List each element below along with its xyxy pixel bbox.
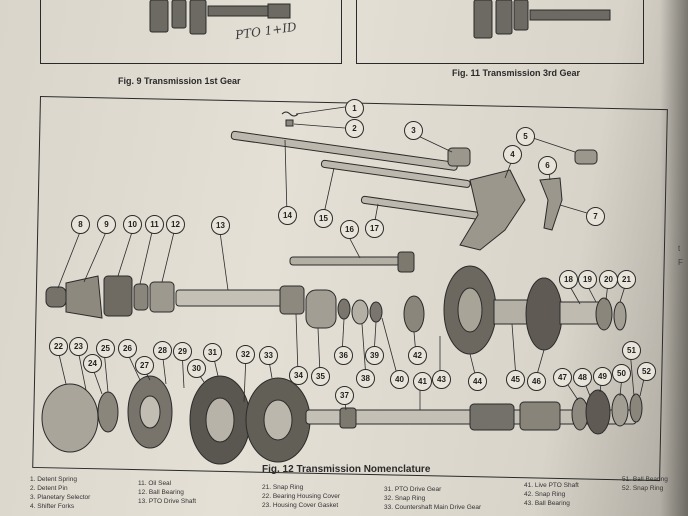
callout-7: 7 — [586, 207, 605, 226]
callout-38: 38 — [356, 369, 375, 388]
callout-2: 2 — [345, 119, 364, 138]
figure-11-frame — [356, 0, 644, 64]
figure-11-caption: Fig. 11 Transmission 3rd Gear — [452, 68, 581, 78]
legend-column-4: 31. PTO Drive Gear 32. Snap Ring 33. Cou… — [384, 485, 481, 512]
callout-26: 26 — [118, 339, 137, 358]
callout-23: 23 — [69, 337, 88, 356]
callout-18: 18 — [559, 270, 578, 289]
callout-13: 13 — [211, 216, 230, 235]
figure-12-caption: Fig. 12 Transmission Nomenclature — [262, 464, 431, 475]
legend-item: 13. PTO Drive Shaft — [138, 498, 197, 505]
fig9-gear-art — [149, 0, 291, 35]
legend-item: 12. Ball Bearing — [138, 489, 184, 496]
callout-43: 43 — [432, 370, 451, 389]
callout-27: 27 — [135, 356, 154, 375]
callout-19: 19 — [578, 270, 597, 289]
callout-11: 11 — [145, 215, 164, 234]
legend-column-6: 51. Ball Bearing 52. Snap Ring — [622, 475, 668, 493]
callout-24: 24 — [83, 354, 102, 373]
callout-48: 48 — [573, 368, 592, 387]
legend-item: 2. Detent Pin — [30, 485, 68, 492]
callout-52: 52 — [637, 362, 656, 381]
callout-28: 28 — [153, 341, 172, 360]
callout-49: 49 — [593, 367, 612, 386]
legend-item: 4. Shifter Forks — [30, 503, 75, 510]
legend-item: 52. Snap Ring — [622, 485, 664, 492]
callout-22: 22 — [49, 337, 68, 356]
callout-39: 39 — [365, 346, 384, 365]
callout-29: 29 — [173, 342, 192, 361]
legend-column-5: 41. Live PTO Shaft 42. Snap Ring 43. Bal… — [524, 481, 579, 508]
legend-item: 42. Snap Ring — [524, 491, 566, 498]
callout-35: 35 — [311, 367, 330, 386]
legend-item: 11. Oil Seal — [138, 480, 172, 487]
callout-45: 45 — [506, 370, 525, 389]
legend-item: 1. Detent Spring — [30, 476, 77, 483]
legend-item: 22. Bearing Housing Cover — [262, 493, 341, 500]
callout-15: 15 — [314, 209, 333, 228]
legend-item: 21. Snap Ring — [262, 484, 304, 491]
callout-34: 34 — [289, 366, 308, 385]
figure-9-frame — [40, 0, 342, 64]
legend-column-1: 1. Detent Spring 2. Detent Pin 3. Planet… — [30, 475, 90, 511]
callout-16: 16 — [340, 220, 359, 239]
callout-17: 17 — [365, 219, 384, 238]
callout-3: 3 — [404, 121, 423, 140]
callout-37: 37 — [335, 386, 354, 405]
legend-item: 3. Planetary Selector — [30, 494, 91, 501]
figure-9-caption: Fig. 9 Transmission 1st Gear — [118, 76, 241, 86]
legend-item: 33. Countershaft Main Drive Gear — [384, 504, 482, 511]
legend-column-2: 11. Oil Seal 12. Ball Bearing 13. PTO Dr… — [138, 479, 196, 506]
callout-47: 47 — [553, 368, 572, 387]
legend-item: 51. Ball Bearing — [622, 476, 668, 483]
legend-column-3: 21. Snap Ring 22. Bearing Housing Cover … — [262, 483, 340, 510]
callout-9: 9 — [97, 215, 116, 234]
callout-32: 32 — [236, 345, 255, 364]
legend-item: 32. Snap Ring — [384, 495, 426, 502]
callout-25: 25 — [96, 339, 115, 358]
callout-4: 4 — [503, 145, 522, 164]
callout-42: 42 — [408, 346, 427, 365]
legend-item: 43. Ball Bearing — [524, 500, 570, 507]
callout-30: 30 — [187, 359, 206, 378]
callout-5: 5 — [516, 127, 535, 146]
callout-46: 46 — [527, 372, 546, 391]
callout-12: 12 — [166, 215, 185, 234]
callout-6: 6 — [538, 156, 557, 175]
callout-50: 50 — [612, 364, 631, 383]
callout-14: 14 — [278, 206, 297, 225]
legend-item: 31. PTO Drive Gear — [384, 486, 442, 493]
callout-41: 41 — [413, 372, 432, 391]
callout-33: 33 — [259, 346, 278, 365]
page-curl-shadow — [660, 0, 688, 516]
fig11-gear-art — [473, 0, 611, 39]
callout-51: 51 — [622, 341, 641, 360]
callout-44: 44 — [468, 372, 487, 391]
callout-31: 31 — [203, 343, 222, 362]
callout-20: 20 — [599, 270, 618, 289]
callout-40: 40 — [390, 370, 409, 389]
legend-item: 23. Housing Cover Gasket — [262, 502, 339, 509]
callout-21: 21 — [617, 270, 636, 289]
callout-8: 8 — [71, 215, 90, 234]
callout-10: 10 — [123, 215, 142, 234]
legend-item: 41. Live PTO Shaft — [524, 482, 579, 489]
callout-1: 1 — [345, 99, 364, 118]
callout-36: 36 — [334, 346, 353, 365]
